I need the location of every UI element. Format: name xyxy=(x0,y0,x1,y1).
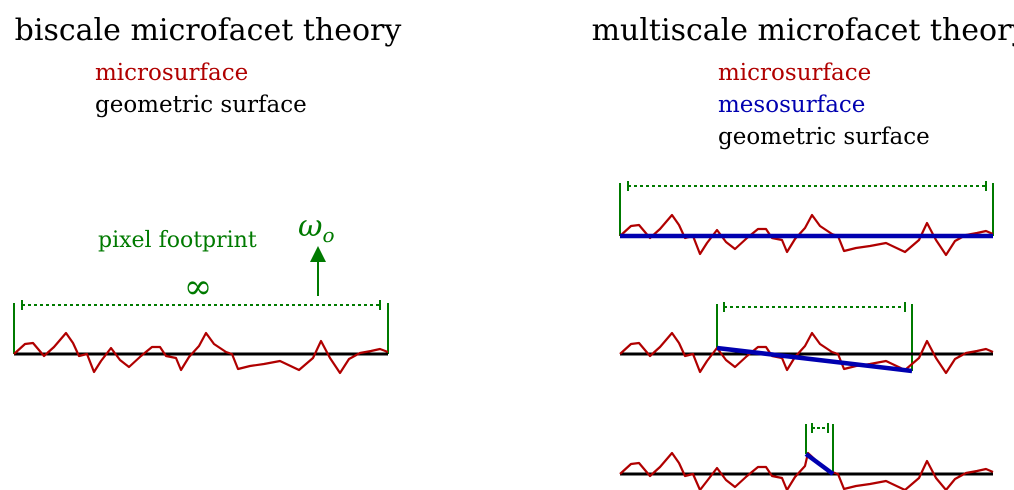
scale-row-small xyxy=(619,423,994,490)
right-panel: multiscale microfacet theory microsurfac… xyxy=(592,13,1014,490)
scale-row-large xyxy=(619,181,994,257)
row2-footprint-bracket xyxy=(716,302,913,371)
left-microsurface xyxy=(13,331,389,375)
left-footprint-bracket xyxy=(13,300,389,354)
row3-mesosurface xyxy=(804,452,835,476)
right-legend-mesosurface: mesosurface xyxy=(718,92,865,118)
pixel-footprint-label: pixel footprint xyxy=(98,228,257,253)
left-title: biscale microfacet theory xyxy=(15,13,402,48)
scale-row-medium xyxy=(619,302,994,375)
right-legend-geometric: geometric surface xyxy=(718,124,930,150)
right-title: multiscale microfacet theory xyxy=(592,13,1014,48)
row3-microsurface xyxy=(619,451,994,490)
row3-footprint-bracket xyxy=(805,423,834,474)
omega-o-label: ωo xyxy=(298,209,335,247)
row1-footprint-bracket xyxy=(619,181,994,236)
row1-microsurface xyxy=(619,213,994,257)
left-legend-microsurface: microsurface xyxy=(95,60,248,86)
left-panel: biscale microfacet theory microsurface g… xyxy=(13,13,402,375)
row2-mesosurface xyxy=(716,345,913,374)
row2-microsurface xyxy=(619,331,994,375)
infinity-label: ∞ xyxy=(184,267,212,307)
right-legend-microsurface: microsurface xyxy=(718,60,871,86)
left-legend-geometric: geometric surface xyxy=(95,92,307,118)
